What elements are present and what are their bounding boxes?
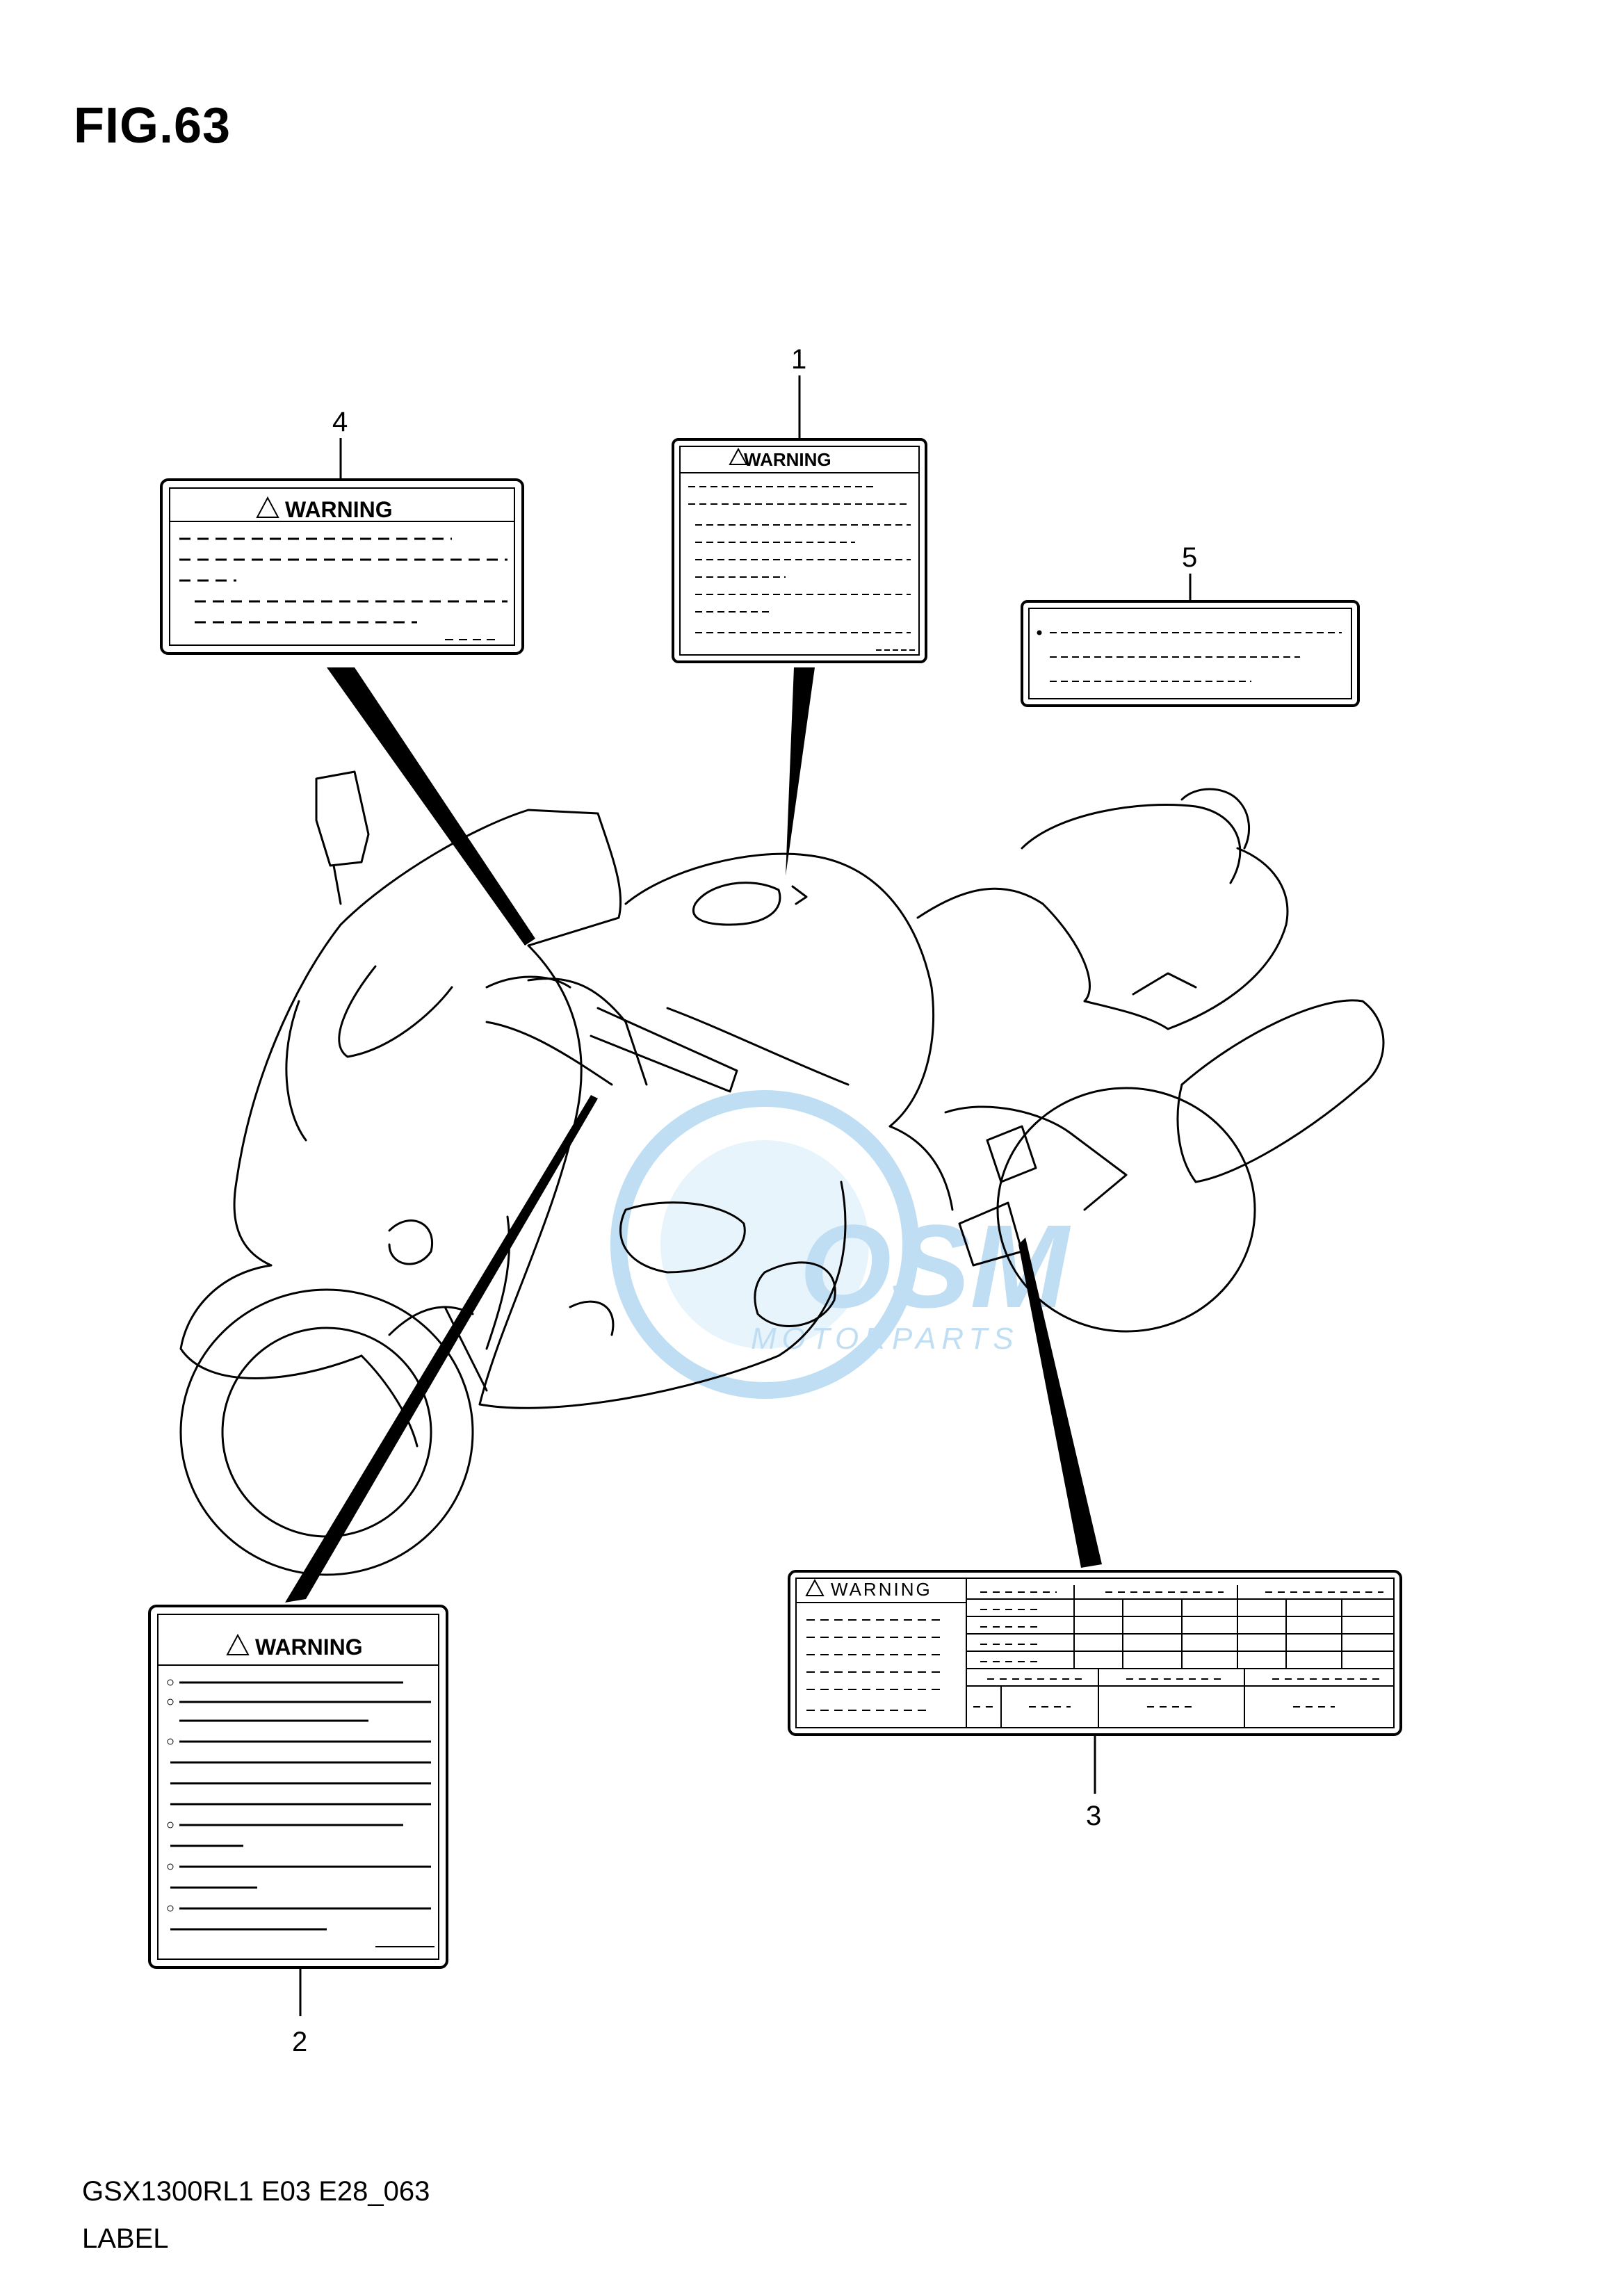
label-3-tire-info-warning: WARNING [788, 1238, 1402, 1794]
callout-5: 5 [1182, 542, 1197, 573]
label-3-warning-text: WARNING [831, 1579, 932, 1600]
label-2-warning-text: WARNING [255, 1635, 363, 1660]
callout-4: 4 [332, 407, 348, 437]
section-name: LABEL [82, 2223, 169, 2254]
label-1-fuel-tank-warning: WARNING [672, 375, 927, 876]
label-5-info [1021, 574, 1360, 707]
callout-1: 1 [791, 344, 806, 375]
figure-title: FIG.63 [74, 98, 232, 154]
watermark-sub-text: MOTORPARTS [751, 1322, 1019, 1356]
motorcycle-outline [179, 770, 1385, 1576]
callout-3: 3 [1086, 1801, 1101, 1831]
label-4-warning-text: WARNING [285, 497, 393, 522]
callout-2: 2 [292, 2027, 307, 2057]
label-2-fairing-warning: WARNING [148, 1095, 598, 2016]
label-4-handlebar-warning: WARNING [160, 438, 535, 946]
label-1-warning-text: WARNING [744, 449, 831, 470]
model-code: GSX1300RL1 E03 E28_063 [82, 2176, 430, 2207]
